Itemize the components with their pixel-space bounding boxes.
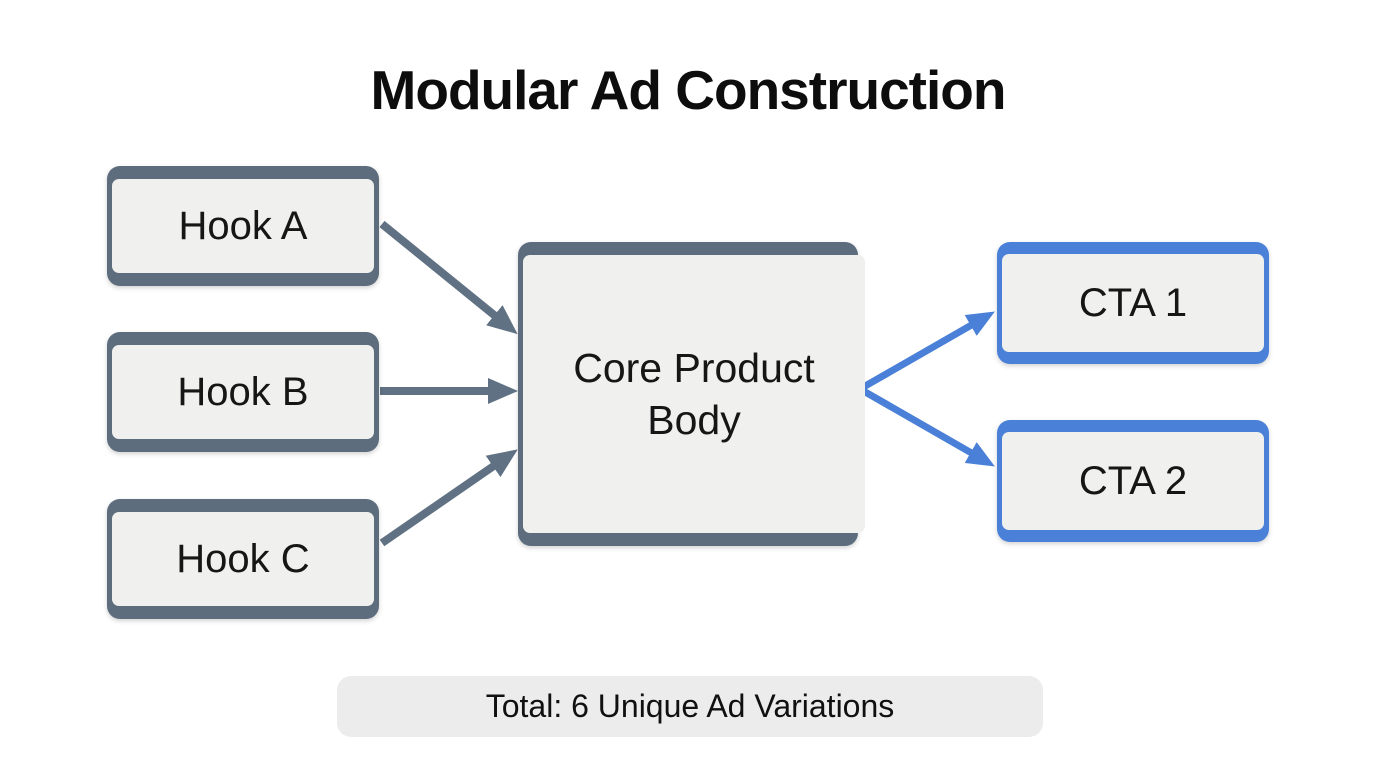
node-hook-b-label: Hook B xyxy=(112,345,374,439)
node-cta-1-label: CTA 1 xyxy=(1002,254,1264,352)
total-variations-badge: Total: 6 Unique Ad Variations xyxy=(337,676,1043,737)
node-cta-2: CTA 2 xyxy=(997,420,1269,542)
arrow-hook-a-to-core xyxy=(379,220,518,335)
node-cta-2-label: CTA 2 xyxy=(1002,432,1264,530)
node-core-product-body: Core Product Body xyxy=(518,242,865,546)
node-hook-c-label: Hook C xyxy=(112,512,374,606)
arrow-core-to-cta-2 xyxy=(858,385,995,467)
node-cta-1: CTA 1 xyxy=(997,242,1269,364)
node-hook-a: Hook A xyxy=(107,166,379,286)
arrow-core-to-cta-1 xyxy=(858,311,995,393)
node-hook-a-label: Hook A xyxy=(112,179,374,273)
arrow-hook-c-to-core xyxy=(379,449,518,547)
page-title: Modular Ad Construction xyxy=(370,59,1007,121)
node-hook-c: Hook C xyxy=(107,499,379,619)
node-core-label: Core Product Body xyxy=(523,255,865,533)
node-hook-b: Hook B xyxy=(107,332,379,452)
